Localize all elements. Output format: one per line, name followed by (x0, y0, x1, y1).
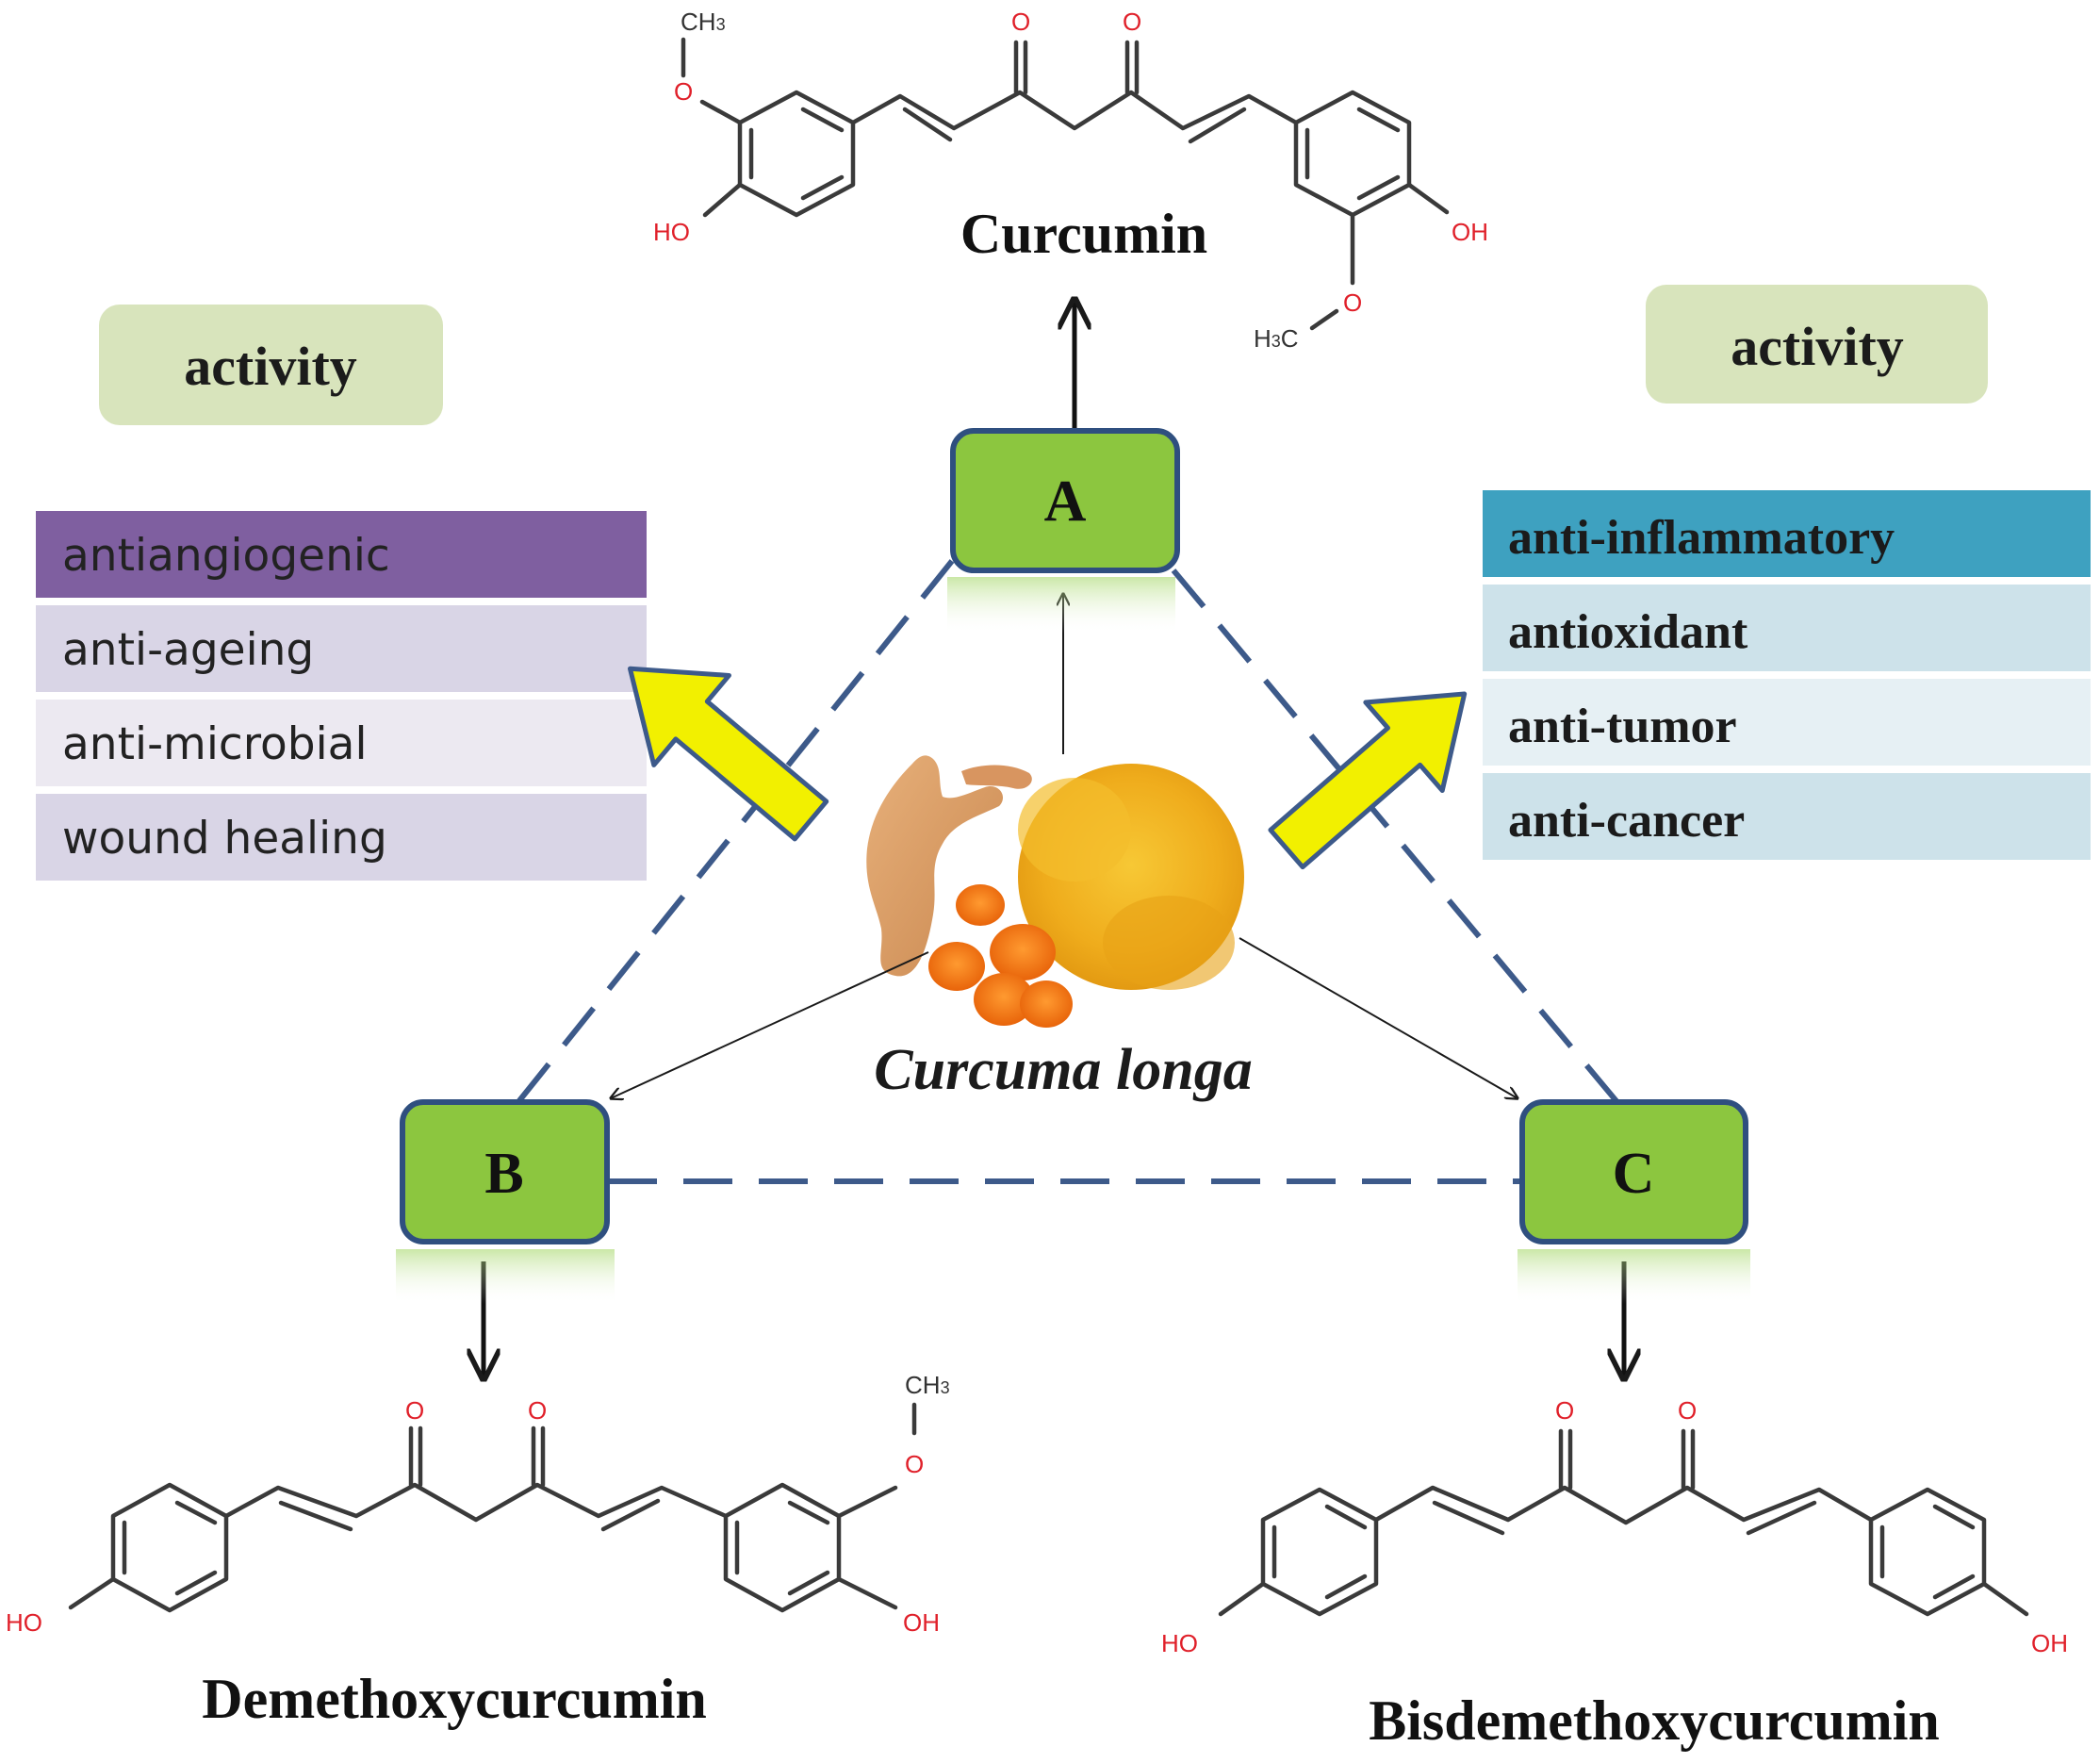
node-b-label: B (484, 1142, 523, 1206)
left-item-wound-healing: wound healing (62, 813, 387, 865)
svg-text:O: O (905, 1450, 924, 1478)
source-label: Curcuma longa (874, 1038, 1252, 1102)
turmeric-illustration (866, 755, 1244, 1028)
edge-a-c (1171, 568, 1619, 1103)
yellow-arrow-right (1268, 691, 1468, 870)
left-item-anti-microbial: anti-microbial (62, 718, 368, 770)
svg-text:O: O (1678, 1396, 1697, 1425)
svg-text:O: O (1555, 1396, 1574, 1425)
arrow-to-c (1239, 937, 1518, 1098)
turmeric-slice (956, 884, 1005, 926)
demethoxycurcumin-structure: HO O O CH3 O OH (6, 1371, 950, 1637)
edge-a-b (511, 559, 955, 1110)
svg-text:O: O (528, 1396, 547, 1425)
triangle-edges (511, 559, 1619, 1184)
turmeric-slice (1020, 980, 1073, 1028)
svg-text:OH: OH (903, 1608, 940, 1637)
left-row-bg-3 (36, 700, 647, 786)
svg-text:H3C: H3C (1254, 324, 1299, 353)
svg-text:HO: HO (6, 1608, 42, 1637)
bisdemethoxycurcumin-name: Bisdemethoxycurcumin (1369, 1689, 1940, 1752)
left-item-antiangiogenic: antiangiogenic (62, 530, 390, 582)
svg-text:HO: HO (1161, 1629, 1198, 1657)
left-row-bg-4 (36, 794, 647, 881)
right-item-antioxidant: antioxidant (1508, 605, 1748, 659)
curcumin-name: Curcumin (960, 203, 1207, 265)
curcumin-structure: CH3 O HO O O OH O H3C (653, 8, 1488, 353)
node-a: A (947, 428, 1180, 634)
svg-text:O: O (1123, 8, 1141, 36)
turmeric-slice (928, 942, 985, 991)
left-activity-list: antiangiogenic anti-ageing anti-microbia… (36, 511, 647, 881)
right-row-bg-1 (1483, 490, 2091, 577)
left-row-bg-2 (36, 605, 647, 692)
node-a-label: A (1044, 470, 1087, 534)
svg-text:O: O (1343, 288, 1362, 317)
turmeric-slice (990, 924, 1056, 980)
left-activity-header: activity (99, 305, 443, 425)
right-item-anti-cancer: anti-cancer (1508, 794, 1745, 848)
svg-text:O: O (674, 77, 693, 106)
svg-text:CH3: CH3 (681, 8, 726, 36)
right-item-anti-tumor: anti-tumor (1508, 700, 1737, 753)
svg-text:O: O (1011, 8, 1030, 36)
svg-text:OH: OH (2031, 1629, 2068, 1657)
node-c: C (1518, 1099, 1750, 1304)
demethoxycurcumin-name: Demethoxycurcumin (202, 1668, 707, 1730)
left-activity-label: activity (184, 336, 357, 397)
left-row-bg-1 (36, 511, 647, 598)
right-row-bg-4 (1483, 773, 2091, 860)
arrow-to-b (611, 951, 929, 1098)
svg-text:HO: HO (653, 218, 690, 246)
bisdemethoxycurcumin-structure: HO O O OH (1161, 1396, 2068, 1657)
right-activity-header: activity (1646, 285, 1988, 404)
node-b: B (396, 1099, 615, 1304)
node-c-label: C (1613, 1142, 1655, 1206)
svg-text:O: O (405, 1396, 424, 1425)
right-item-anti-inflammatory: anti-inflammatory (1508, 511, 1895, 565)
yellow-arrow-left (627, 666, 829, 842)
right-activity-list: anti-inflammatory antioxidant anti-tumor… (1483, 490, 2091, 860)
left-item-anti-ageing: anti-ageing (62, 624, 314, 676)
svg-text:OH: OH (1452, 218, 1488, 246)
right-activity-label: activity (1731, 316, 1904, 377)
right-row-bg-3 (1483, 679, 2091, 766)
turmeric-slice (974, 973, 1034, 1026)
svg-text:CH3: CH3 (905, 1371, 950, 1399)
right-row-bg-2 (1483, 585, 2091, 671)
